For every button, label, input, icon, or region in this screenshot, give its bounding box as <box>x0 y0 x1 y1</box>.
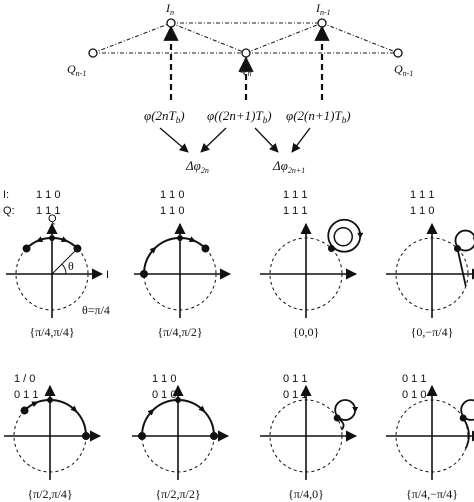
symbol-point <box>453 245 461 253</box>
symbol-point <box>138 432 146 440</box>
direction-arrow <box>70 405 78 413</box>
panel-caption: {π/4,π/4} <box>29 325 74 339</box>
panel-6: 1 1 0 0 1 0 {π/2,π/2} <box>132 373 230 501</box>
phase-loop-inner <box>333 226 354 247</box>
direction-arrow <box>147 408 155 416</box>
direction-arrow <box>35 236 44 242</box>
direction-arrow <box>60 236 69 242</box>
delta-phi-2n: Δφ2n <box>185 158 209 175</box>
phase-label-2n1Tb-next: φ(2(n+1)Tb) <box>286 108 351 125</box>
node-i-n-1 <box>317 18 327 28</box>
symbol-point <box>175 397 181 403</box>
delta-phi-2n1: Δφ2n+1 <box>272 158 305 175</box>
symbol-point <box>327 245 335 253</box>
phase-trajectory-panels: 1 1 0 1 1 1 {π/4,π/4} θ Q Iθ=π/4 1 1 0 1 1 0 {π/… <box>4 189 474 501</box>
node-i-n <box>166 18 176 28</box>
node-q-n-1-left <box>88 48 98 58</box>
panel-bits-i: 1 1 0 <box>36 189 60 201</box>
direction-arrow <box>149 246 157 254</box>
direction-arrow <box>198 405 206 413</box>
panel-caption: {π/4,−π/4} <box>406 487 458 501</box>
node-q-n-1-right <box>393 48 403 58</box>
panel-bits-i: 1 1 1 <box>283 189 307 201</box>
symbol-point <box>333 414 341 422</box>
difference-arrows <box>159 127 311 153</box>
label-i-n-1: In-1 <box>315 1 331 17</box>
label-i-n: In <box>165 1 174 17</box>
phase-trajectory <box>49 399 87 437</box>
panel-caption: {π/2,π/4} <box>27 487 72 501</box>
panel-3: 1 1 1 1 1 1 {0,0} <box>260 189 364 339</box>
phase-loop <box>460 399 474 421</box>
symbol-point <box>177 235 183 241</box>
i-axis-label: I <box>106 269 109 281</box>
panel-caption: {π/2,π/2} <box>155 487 200 501</box>
panel-bits-q: 1 1 1 <box>36 205 60 217</box>
theta-arc <box>61 263 67 275</box>
panel-bits-i: 1 1 0 <box>160 189 184 201</box>
label-q-n-1-left: Qn-1 <box>67 62 86 78</box>
phase-trajectory <box>23 398 51 412</box>
phase-loop <box>454 229 474 252</box>
panel-caption: {0,−π/4} <box>411 325 454 339</box>
theta-value: θ=π/4 <box>82 303 110 317</box>
phase-trajectory <box>141 399 179 437</box>
phase-arrows <box>163 25 330 100</box>
symbol-point <box>459 414 467 422</box>
panel-bits-i: 1 1 1 <box>410 189 434 201</box>
q-row-label: Q: <box>3 205 15 217</box>
phase-label-2nTb: φ(2nTb) <box>144 108 185 125</box>
symbol-point <box>210 432 218 440</box>
panel-caption: {0,0} <box>293 325 320 339</box>
direction-arrow <box>188 236 197 242</box>
panel-bits-q: 0 1 0 <box>152 389 176 401</box>
symbol-point <box>22 244 31 253</box>
symbol-point <box>82 432 90 440</box>
panel-5: 1 / 0 0 1 1 {π/2,π/4} <box>4 373 102 501</box>
phase-trajectory <box>143 237 181 275</box>
theta-label: θ <box>68 259 74 273</box>
phase-trajectory <box>177 399 215 437</box>
i-row-label: I: <box>3 189 9 201</box>
node-q-n <box>241 48 251 58</box>
panel-bits-i: 1 1 0 <box>152 373 176 385</box>
panel-bits-i: 0 1 1 <box>402 373 426 385</box>
symbol-point <box>140 270 148 278</box>
symbol-point <box>201 244 210 253</box>
direction-arrow <box>31 401 39 407</box>
direction-arrow <box>352 407 359 413</box>
label-q-n-1-right: Qn-1 <box>394 62 413 78</box>
symbol-point <box>20 406 29 415</box>
symbol-point <box>47 397 53 403</box>
phase-trajectory <box>456 248 467 287</box>
symbol-point <box>49 235 55 241</box>
theta-radius <box>51 248 78 275</box>
panel-bits-q: 0 1 0 <box>402 389 426 401</box>
panel-8: 0 1 1 0 1 0 {π/4,−π/4} <box>386 373 474 501</box>
phase-trajectory <box>462 417 470 449</box>
panel-bits-q: 1 1 0 <box>160 205 184 217</box>
panel-4: 1 1 1 1 1 0 {0,−π/4} <box>386 189 474 339</box>
q-axis-label: Q <box>48 213 57 225</box>
trellis-top: In In-1 Qn-1 Qn Qn-1 φ(2nTb) φ((2n+1)Tb)… <box>67 1 413 175</box>
panel-bits-q: 1 1 0 <box>410 205 434 217</box>
panel-bits-q: 0 1 1 <box>14 389 38 401</box>
panel-1: 1 1 0 1 1 1 {π/4,π/4} θ Q Iθ=π/4 <box>6 189 110 339</box>
trellis-edges <box>92 22 399 54</box>
phase-label-2n1Tb: φ((2n+1)Tb) <box>207 108 272 125</box>
panel-bits-q: 1 1 1 <box>283 205 307 217</box>
panel-caption: {π/4,π/2} <box>157 325 202 339</box>
panel-7: 0 1 1 0 1 1 {π/4,0} <box>260 373 359 501</box>
panel-bits-q: 0 1 1 <box>283 389 307 401</box>
panel-bits-i: 0 1 1 <box>283 373 307 385</box>
label-q-n: Qn <box>239 62 252 78</box>
panel-bits-i: 1 / 0 <box>14 373 35 385</box>
panel-2: 1 1 0 1 1 0 {π/4,π/2} <box>134 189 232 339</box>
direction-arrow <box>357 232 364 239</box>
panel-caption: {π/4,0} <box>288 487 324 501</box>
